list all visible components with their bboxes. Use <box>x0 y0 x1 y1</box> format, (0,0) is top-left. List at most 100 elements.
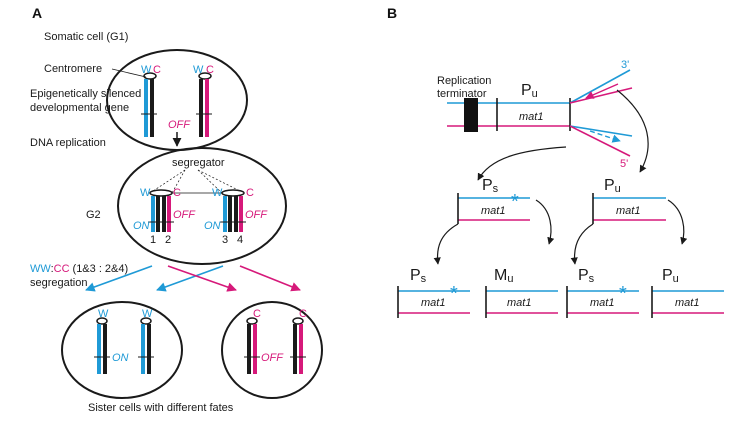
daughter-right-c-2: C <box>299 308 307 320</box>
bottom-1-p-label: Ps <box>410 267 427 285</box>
chromatid-number-3: 3 <box>222 234 228 246</box>
segregation-legend: WW:CC(1&3 : 2&4) <box>30 263 128 275</box>
bottom-3-cassette <box>566 286 639 318</box>
g1-w-label-2: W <box>193 64 204 76</box>
bottom-1-mat1: mat1 <box>421 297 445 309</box>
chromatid-number-2: 2 <box>165 234 171 246</box>
bottom-3-p-main: P <box>578 267 589 284</box>
seg-arrow-mag-1 <box>167 265 237 292</box>
segregator-lines <box>149 169 245 194</box>
fork-p-label: Pu <box>521 82 538 100</box>
leading-strand-arrow <box>589 130 621 143</box>
g1-c-label-2: C <box>206 64 214 76</box>
daughter-left-w-2: W <box>142 308 153 320</box>
bottom-1-p-sub: s <box>421 273 427 285</box>
panel-b: B Replication terminator Pu mat1 3' 5' P… <box>387 5 724 318</box>
bottom-1-p-main: P <box>410 267 421 284</box>
mid-left-cassette <box>457 193 530 224</box>
g1-w-label-1: W <box>141 64 152 76</box>
lagging-strand-arrow <box>585 83 619 99</box>
daughter-right-chromosome-2 <box>290 317 306 374</box>
fork-to-ps-arrow <box>477 146 567 181</box>
replication-terminator <box>464 98 478 132</box>
bottom-3-p-sub: s <box>589 273 595 285</box>
ps-to-ps-arrow <box>433 223 459 265</box>
mid-left-p-sub: s <box>493 183 499 195</box>
three-prime-label: 3' <box>621 59 629 71</box>
g2-cell <box>117 147 287 265</box>
g2-c-label-1: C <box>173 187 181 199</box>
bottom-4-p-main: P <box>662 267 673 284</box>
g2-c-label-2: C <box>246 187 254 199</box>
fork-arm-bottom-mag <box>569 125 631 157</box>
g1-c-label-1: C <box>153 64 161 76</box>
mid-left-p-label: Ps <box>482 177 499 195</box>
g2-on-label-2: ON <box>204 220 221 232</box>
pu-to-ps-arrow <box>570 223 594 265</box>
terminator-label-2: terminator <box>437 88 487 100</box>
bottom-2-cassette <box>485 286 558 318</box>
daughter-left-chromosome-1 <box>94 317 110 374</box>
daughter-cell-left <box>61 301 183 399</box>
g2-off-label-2: OFF <box>245 209 268 221</box>
daughter-left-on: ON <box>112 352 129 364</box>
fork-p-sub: u <box>532 88 538 100</box>
centromere-pointer <box>111 68 147 78</box>
fork-arm-bottom-blue <box>569 125 633 137</box>
fork-arm-top-blue <box>569 69 631 104</box>
bottom-4-p-sub: u <box>673 273 679 285</box>
g1-chromosome-w <box>141 72 157 137</box>
segregation-ww: WW <box>30 263 51 275</box>
daughter-left-w-1: W <box>98 308 109 320</box>
daughter-right-off: OFF <box>261 352 284 364</box>
g2-chromosome-pair-right <box>220 189 246 232</box>
g1-chromosome-c <box>196 72 212 137</box>
g2-off-label-1: OFF <box>173 209 196 221</box>
bottom-3-mat1: mat1 <box>590 297 614 309</box>
bottom-4-mat1: mat1 <box>675 297 699 309</box>
segregation-ratio: (1&3 : 2&4) <box>73 263 129 275</box>
silenced-gene-label-1: Epigenetically silenced <box>30 88 141 100</box>
fork-to-pu-arrow <box>616 89 649 173</box>
panel-a: A Somatic cell (G1) W C W C OFF Centrome… <box>30 5 323 414</box>
pu-to-pu-arrow <box>667 199 688 245</box>
bottom-2-m-main: M <box>494 267 507 284</box>
g2-on-label-1: ON <box>133 220 150 232</box>
mid-right-cassette <box>592 193 666 224</box>
mid-right-mat1: mat1 <box>616 205 640 217</box>
segregation-cc: CC <box>54 263 70 275</box>
bottom-3-star-icon: * <box>619 283 627 305</box>
daughter-right-chromosome-1 <box>244 317 260 374</box>
bottom-4-p-label: Pu <box>662 267 679 285</box>
g1-off-label: OFF <box>168 119 191 131</box>
fork-arm-top-mag <box>569 87 633 104</box>
terminator-label-1: Replication <box>437 75 491 87</box>
seg-arrow-blue-1 <box>85 265 153 292</box>
bottom-2-mat1: mat1 <box>507 297 531 309</box>
somatic-cell-label: Somatic cell (G1) <box>44 31 128 43</box>
g2-w-label-2: W <box>212 187 223 199</box>
sister-cells-caption: Sister cells with different fates <box>88 402 234 414</box>
ps-to-mu-arrow <box>535 199 555 245</box>
mid-right-p-label: Pu <box>604 177 621 195</box>
chromatid-number-4: 4 <box>237 234 243 246</box>
bottom-3-p-label: Ps <box>578 267 595 285</box>
seg-arrow-mag-2 <box>239 265 301 292</box>
five-prime-label: 5' <box>620 158 628 170</box>
bottom-1-cassette <box>397 286 470 318</box>
panel-a-label: A <box>32 5 42 21</box>
seg-arrow-blue-2 <box>156 265 224 292</box>
centromere-label: Centromere <box>44 63 102 75</box>
silenced-gene-label-2: developmental gene <box>30 102 129 114</box>
g2-w-label-1: W <box>140 187 151 199</box>
mid-left-p-main: P <box>482 177 493 194</box>
segregator-label: segregator <box>172 157 225 169</box>
segregation-label: segregation <box>30 277 88 289</box>
chromatid-number-1: 1 <box>150 234 156 246</box>
bottom-2-m-sub: u <box>507 273 513 285</box>
bottom-2-m-label: Mu <box>494 267 513 285</box>
fork-p-main: P <box>521 82 532 99</box>
daughter-right-c-1: C <box>253 308 261 320</box>
